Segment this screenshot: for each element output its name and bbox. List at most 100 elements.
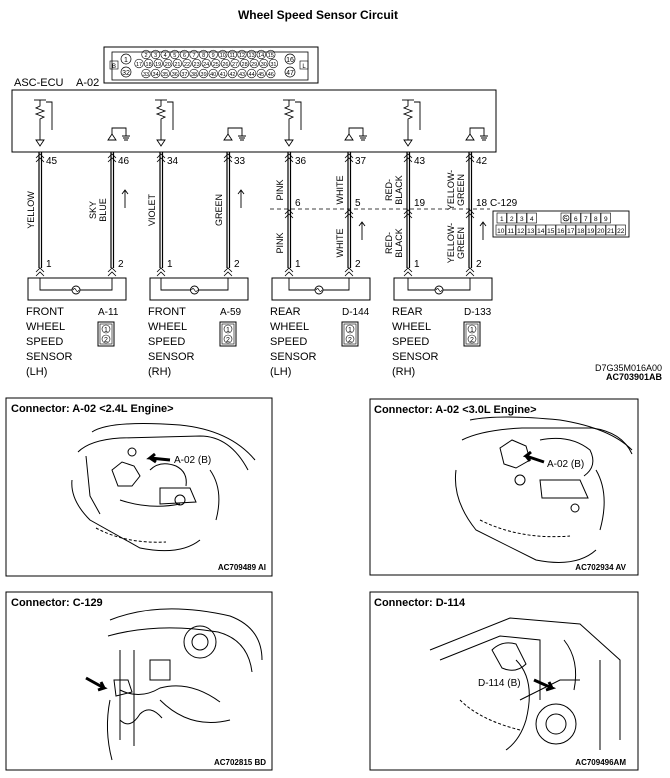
joint-cavity (575, 224, 586, 236)
panel-callout: A-02 (B) (547, 459, 584, 470)
sensor-name-line: SPEED (26, 336, 63, 348)
diode-symbol (344, 133, 354, 141)
sensor-box (27, 277, 127, 301)
diode-symbol (403, 139, 413, 147)
wire-color-label: VIOLET (147, 193, 157, 226)
ecu-pin-circle (266, 68, 276, 79)
sensor-coil-wave (315, 288, 323, 292)
ecu-pin-circle (256, 49, 266, 60)
connector-chevron (156, 153, 166, 163)
connector-chevron (344, 209, 354, 219)
joint-cavity-16: 16 (557, 228, 565, 235)
joint-cavity-12: 12 (517, 228, 525, 235)
wire-color-label: GREEN (214, 194, 224, 226)
wire-color-label: SKY (88, 201, 98, 219)
joint-cavity (600, 212, 611, 224)
sensor-cavity (467, 334, 477, 344)
ecu-pin-21: 21 (174, 62, 180, 68)
sensor-name-line: SENSOR (26, 351, 73, 363)
ecu-pin-40: 40 (210, 72, 216, 78)
sensor-name-line: WHEEL (270, 321, 309, 333)
joint-cavity (565, 224, 576, 236)
wire-color-label: GREEN (456, 174, 466, 206)
sensor-box (393, 277, 493, 301)
resistor-symbol (283, 100, 295, 127)
callout-arrow (533, 678, 557, 692)
joint-cavity-4: 4 (530, 216, 534, 223)
ecu-pin-15: 15 (268, 53, 274, 59)
sensor-cavity-1: 1 (226, 327, 230, 334)
sensor-connector-face (463, 321, 481, 347)
joint-cavity (515, 224, 526, 236)
ecu-pin-circle (192, 58, 202, 69)
ecu-pin-circle (151, 68, 161, 79)
sensor-name-line: REAR (392, 306, 423, 318)
ecu-pin-circle (141, 68, 151, 79)
sensor-name-line: WHEEL (392, 321, 431, 333)
sensor-pin-1: 1 (295, 259, 301, 270)
ecu-pin-4: 4 (164, 53, 167, 59)
ecu-pin-circle (163, 58, 173, 69)
ecu-pin-circle (144, 58, 154, 69)
ecu-pin-24: 24 (203, 62, 209, 68)
ecu-pin-circle (218, 49, 228, 60)
joint-cavity-14: 14 (537, 228, 545, 235)
callout-arrow (146, 452, 171, 464)
ecu-pin-31: 31 (270, 62, 276, 68)
ecu-pin-circle (201, 58, 211, 69)
ecu-pin-circle (189, 49, 199, 60)
ecu-pin-circle (240, 58, 250, 69)
ecu-pin-37: 37 (181, 72, 187, 78)
ecu-pin-14: 14 (258, 53, 264, 59)
sensor-name-line: SPEED (148, 336, 185, 348)
sensor-connector-id: D-133 (464, 307, 492, 318)
sensor-pin-1: 1 (46, 259, 52, 270)
ecu-pin-27: 27 (232, 62, 238, 68)
ecu-pin-13: 13 (249, 53, 255, 59)
signal-direction-arrow (358, 221, 366, 240)
diode-symbol (223, 133, 233, 141)
ecu-pin-23: 23 (194, 62, 200, 68)
connector-chevron (35, 267, 45, 277)
ecu-pin-45: 45 (258, 72, 264, 78)
sensor-connector-id: A-11 (98, 307, 119, 318)
ecu-pin-39: 39 (201, 72, 207, 78)
ecu-pin-25: 25 (213, 62, 219, 68)
sensor-pin-1: 1 (167, 259, 173, 270)
connector-chevron (344, 267, 354, 277)
signal-direction-arrow (479, 221, 487, 240)
ecu-pin-18: 18 (146, 62, 152, 68)
sensor-cavity-2: 2 (470, 337, 474, 344)
wire-color-label: PINK (275, 232, 285, 253)
ecu-pin-29: 29 (251, 62, 257, 68)
ecu-pin-circle (256, 68, 266, 79)
ecu-wire-pin-45: 45 (46, 156, 58, 167)
wire-color-label: YELLOW- (446, 170, 456, 210)
sensor-pin-1: 1 (414, 259, 420, 270)
joint-cavity (615, 224, 626, 236)
panel-code: AC709489 AI (218, 563, 266, 572)
ecu-pin-circle (208, 49, 218, 60)
ecu-wire-pin-36: 36 (295, 156, 307, 167)
wire-color-label: BLACK (394, 175, 404, 205)
sensor-name-line: REAR (270, 306, 301, 318)
joint-cavity-17: 17 (567, 228, 575, 235)
ecu-pin-circle (141, 49, 151, 60)
panel-title: Connector: C-129 (11, 597, 103, 609)
ecu-pin-44: 44 (249, 72, 255, 78)
sensor-cavity (223, 334, 233, 344)
ecu-pin-12: 12 (239, 53, 245, 59)
sensor-connector-inner (465, 323, 479, 345)
sensor-connector-inner (99, 323, 113, 345)
joint-cavity-3: 3 (520, 216, 524, 223)
ecu-pin-28: 28 (242, 62, 248, 68)
ground-icon (480, 135, 488, 141)
resistor-symbol (34, 100, 46, 127)
joint-connector-label: C-129 (490, 198, 518, 209)
joint-cavity-11: 11 (507, 228, 514, 235)
internal-wire (348, 127, 364, 136)
ecu-pin-circle (208, 68, 218, 79)
